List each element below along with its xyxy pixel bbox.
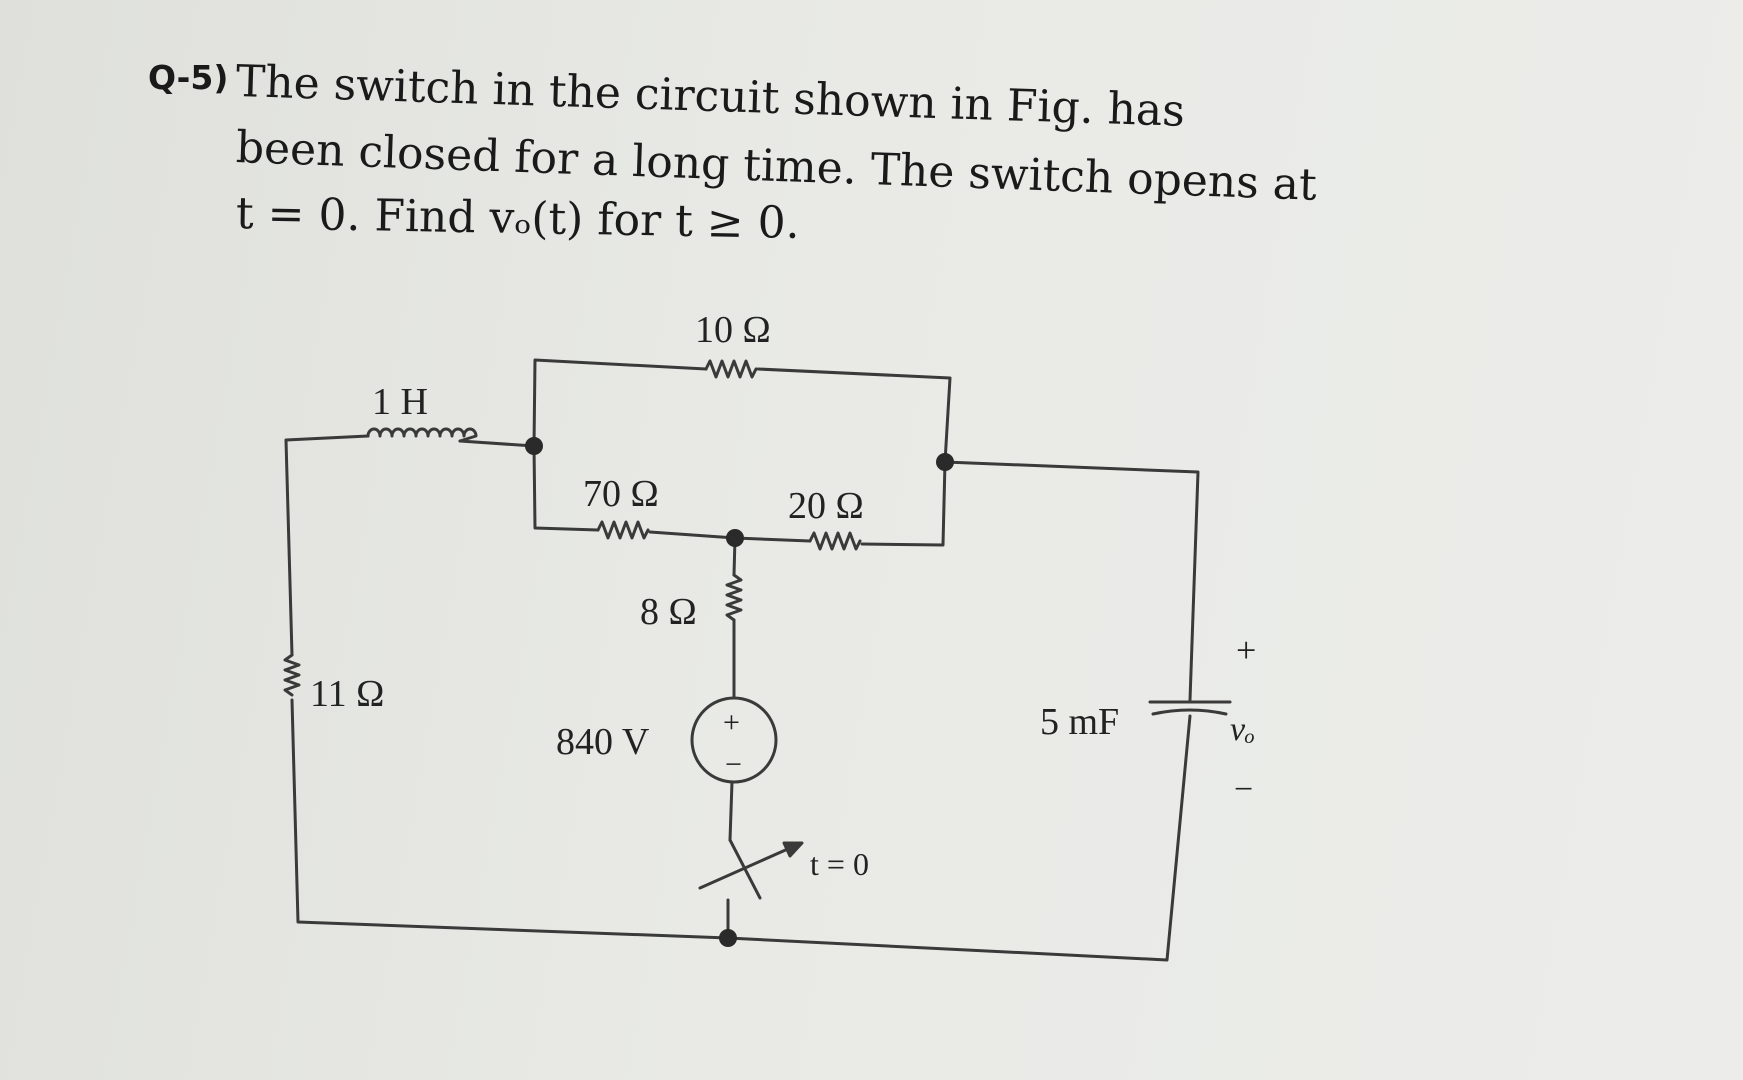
r70-label: 70 Ω: [583, 473, 659, 515]
resistor-70ohm: [596, 520, 650, 540]
node-dot-left: [525, 437, 543, 455]
inductor-1h: [366, 427, 478, 443]
vo-minus: −: [1234, 771, 1253, 808]
wire-70ohm-right: [648, 530, 737, 540]
r8-label: 8 Ω: [640, 591, 697, 633]
switch-arrow: [698, 846, 792, 890]
node-dot-middle: [726, 529, 744, 547]
vo-plus: +: [1236, 630, 1256, 670]
resistor-8ohm: [725, 573, 743, 622]
source-minus: −: [725, 748, 742, 781]
resistor-11ohm: [283, 653, 301, 697]
vo-label: vₒ: [1230, 711, 1255, 748]
capacitor-plate-bottom: [1151, 708, 1228, 716]
wire-source-bottom: [728, 780, 734, 842]
resistor-10ohm: [704, 359, 758, 379]
inductor-label: 1 H: [372, 381, 428, 423]
r20-label: 20 Ω: [788, 485, 864, 527]
wire-right-top: [943, 460, 1200, 702]
wire-20ohm-right: [860, 460, 947, 547]
node-dot-right: [936, 453, 954, 471]
wire-left-bottom: [290, 698, 730, 940]
r10-label: 10 Ω: [695, 309, 771, 351]
wire-left-top: [458, 439, 536, 448]
voltage-source-840v: [690, 696, 778, 784]
resistor-20ohm: [808, 531, 862, 551]
r11-label: 11 Ω: [310, 673, 384, 715]
wire-70ohm-left: [532, 444, 600, 532]
source-plus: +: [723, 706, 740, 739]
capacitor-label: 5 mF: [1040, 701, 1119, 743]
wire-left-corner: [284, 434, 370, 657]
node-dot-bottom: [719, 929, 737, 947]
wire-20ohm-left: [733, 536, 812, 543]
question-number: Q-5): [148, 58, 229, 97]
source-label: 840 V: [556, 721, 650, 763]
wire-top-10ohm-right: [756, 367, 952, 464]
wire-right-bottom: [726, 714, 1192, 962]
switch-arrowhead: [782, 841, 804, 858]
switch-label: t = 0: [810, 846, 869, 882]
wire-top-10ohm-left: [532, 358, 708, 448]
